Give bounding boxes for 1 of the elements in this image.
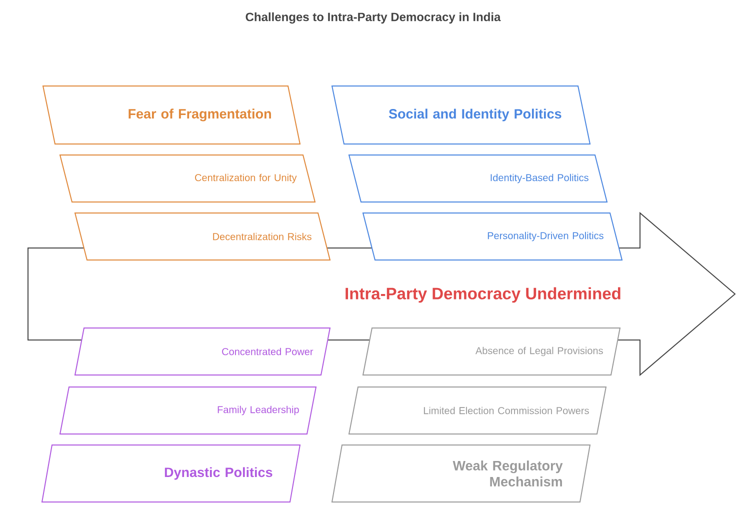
title: Challenges to Intra-Party Democracy in India (246, 12, 501, 24)
